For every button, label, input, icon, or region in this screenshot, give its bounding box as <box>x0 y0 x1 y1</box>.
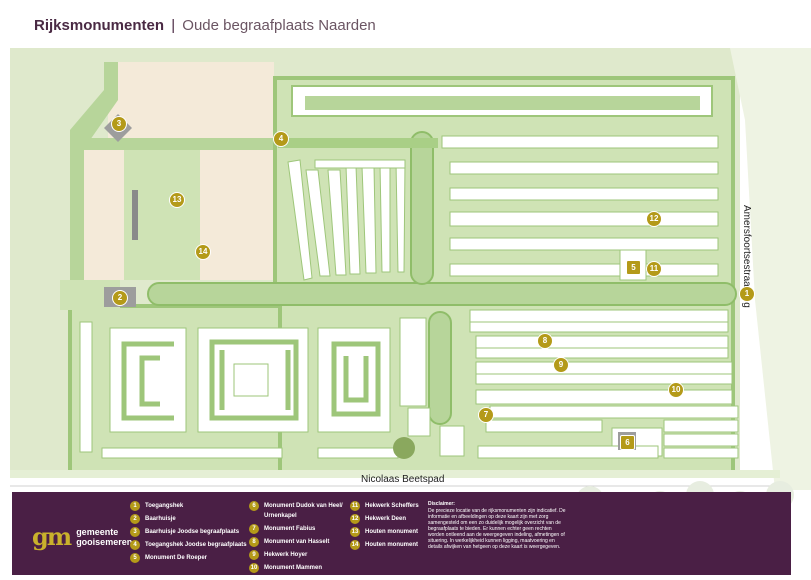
legend-number: 11 <box>350 501 360 511</box>
legend-item: 11 Hekwerk Scheffers <box>350 501 419 511</box>
map-marker-1[interactable]: 1 <box>739 286 755 302</box>
jewish-cemetery-edge <box>70 62 118 280</box>
wall <box>132 190 138 240</box>
legend-label: Monument Dudok van Heel/ Urnenkapel <box>264 503 343 519</box>
map-marker-8[interactable]: 8 <box>537 333 553 349</box>
legend-item: 2 Baarhuisje <box>130 514 247 524</box>
disclaimer-text: De precieze locatie van de rijksmonument… <box>428 508 566 550</box>
south-avenue <box>428 311 452 425</box>
map-marker-5[interactable]: 5 <box>626 260 641 275</box>
legend-number: 5 <box>130 553 140 563</box>
legend-label: Houten monument <box>365 542 418 548</box>
legend-number: 4 <box>130 540 140 550</box>
legend-number: 13 <box>350 527 360 537</box>
map-marker-10[interactable]: 10 <box>668 382 684 398</box>
legend-label: Hekwerk Hoyer <box>264 552 308 558</box>
legend-number: 8 <box>249 537 259 547</box>
legend-item: 9 Hekwerk Hoyer <box>249 550 354 560</box>
legend-label: Hekwerk Scheffers <box>365 503 419 509</box>
legend-item: 8 Monument van Hasselt <box>249 537 354 547</box>
legend-label: Monument De Roeper <box>145 555 208 561</box>
legend-item: 7 Monument Fabius <box>249 524 354 534</box>
beige-lot <box>200 150 275 280</box>
legend-item: 3 Baarhuisje Joodse begraafplaats <box>130 527 247 537</box>
map-marker-11[interactable]: 11 <box>646 261 662 277</box>
map-marker-6[interactable]: 6 <box>620 435 635 450</box>
title-bold: Rijksmonumenten <box>34 17 165 34</box>
maze-hedges <box>121 339 381 421</box>
title-subtitle: Oude begraafplaats Naarden <box>182 17 376 34</box>
tree <box>393 437 415 459</box>
fan-plots <box>287 159 406 281</box>
beige-lot <box>84 150 124 280</box>
path <box>78 138 278 150</box>
map-marker-12[interactable]: 12 <box>646 211 662 227</box>
legend-label: Baarhuisje Joodse begraafplaats <box>145 529 240 535</box>
map-marker-7[interactable]: 7 <box>478 407 494 423</box>
legend-label: Monument Mammen <box>264 565 323 571</box>
disclaimer: Disclaimer: De precieze locatie van de r… <box>428 501 566 550</box>
title-bar: Rijksmonumenten | Oude begraafplaats Naa… <box>0 0 811 48</box>
legend-item: 6 Monument Dudok van Heel/ Urnenkapel <box>249 501 354 521</box>
legend-item: 1 Toegangshek <box>130 501 247 511</box>
north-avenue <box>410 131 434 285</box>
legend-number: 6 <box>249 501 259 511</box>
legend-number: 14 <box>350 540 360 550</box>
legend-label: Houten monument <box>365 529 418 535</box>
map-marker-2[interactable]: 2 <box>112 290 128 306</box>
legend-column-1: 1 Toegangshek 2 Baarhuisje 3 Baarhuisje Joo… <box>130 501 247 566</box>
disclaimer-title: Disclaimer: <box>428 501 455 507</box>
legend-number: 2 <box>130 514 140 524</box>
legend-number: 12 <box>350 514 360 524</box>
legend-number: 7 <box>249 524 259 534</box>
legend-item: 10 Monument Mammen <box>249 563 354 573</box>
municipality-logo: gm gemeente gooisemeren <box>32 522 132 551</box>
logo-line-1: gemeente <box>76 526 119 537</box>
logo-mark: gm <box>32 522 72 551</box>
legend-label: Baarhuisje <box>145 516 176 522</box>
legend-label: Hekwerk Deen <box>365 516 407 522</box>
legend-number: 9 <box>249 550 259 560</box>
legend-number: 10 <box>249 563 259 573</box>
title-separator: | <box>171 17 176 34</box>
legend-item: 5 Monument De Roeper <box>130 553 247 563</box>
map-marker-13[interactable]: 13 <box>169 192 185 208</box>
east-plots <box>441 135 739 459</box>
logo-line-2: gooisemeren <box>76 536 133 547</box>
east-road-area <box>720 0 811 490</box>
legend-label: Toegangshek Joodse begraafplaats <box>145 542 247 548</box>
legend-label: Monument Fabius <box>264 526 316 532</box>
main-avenue <box>147 282 737 306</box>
map-marker-4[interactable]: 4 <box>273 131 289 147</box>
legend-label: Toegangshek <box>145 503 184 509</box>
legend-item: 4 Toegangshek Joodse begraafplaats <box>130 540 247 550</box>
legend-number: 3 <box>130 527 140 537</box>
legend-item: 14 Houten monument <box>350 540 419 550</box>
map-marker-14[interactable]: 14 <box>195 244 211 260</box>
map-marker-3[interactable]: 3 <box>111 116 127 132</box>
legend-item: 13 Houten monument <box>350 527 419 537</box>
map-marker-9[interactable]: 9 <box>553 357 569 373</box>
legend-number: 1 <box>130 501 140 511</box>
road-label-south: Nicolaas Beetspad <box>361 474 445 485</box>
legend-label: Monument van Hasselt <box>264 539 330 545</box>
page-title: Rijksmonumenten | Oude begraafplaats Naa… <box>34 17 376 34</box>
legend-item: 12 Hekwerk Deen <box>350 514 419 524</box>
beige-lot <box>108 62 274 138</box>
